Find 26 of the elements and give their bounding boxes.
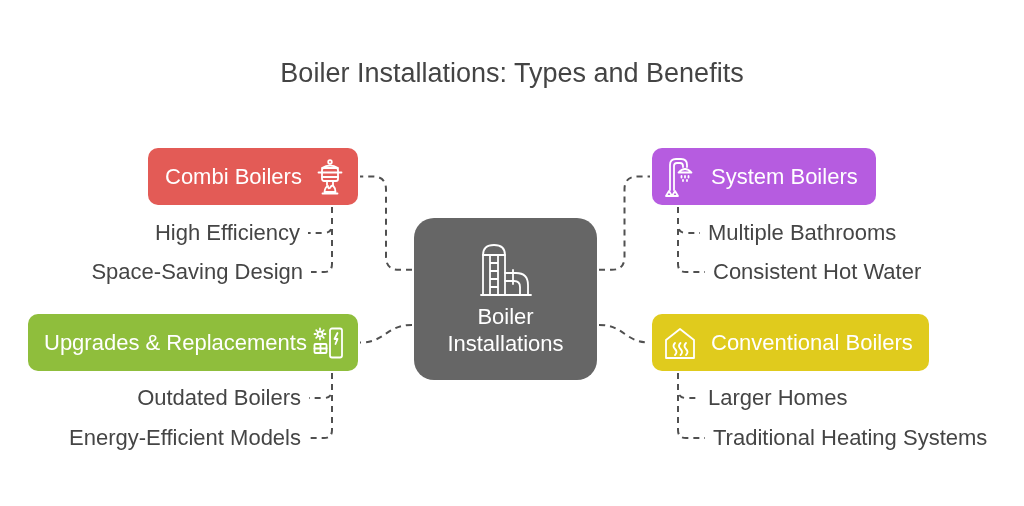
benefit-label: High Efficiency: [146, 219, 308, 247]
dashed-connector: [310, 206, 333, 273]
category-label: Combi Boilers: [165, 162, 302, 191]
dashed-connector: [677, 372, 706, 439]
benefit-label: Space-Saving Design: [83, 258, 311, 286]
benefit-label: Energy-Efficient Models: [61, 424, 309, 452]
benefit-label: Traditional Heating Systems: [705, 424, 996, 452]
category-box: [148, 148, 358, 205]
dashed-connector: [308, 372, 333, 439]
dashed-connector: [359, 175, 413, 271]
category-box: [652, 148, 876, 205]
category-box: [28, 314, 358, 371]
dashed-connector: [359, 323, 413, 344]
category-label: Upgrades & Replacements: [44, 328, 307, 357]
category-label: System Boilers: [711, 162, 858, 191]
benefit-label: Larger Homes: [700, 384, 856, 412]
dashed-connector: [598, 175, 651, 271]
topic-label: Boiler Installations: [446, 303, 565, 357]
category-box: [652, 314, 929, 371]
benefit-label: Outdated Boilers: [129, 384, 309, 412]
category-label: Conventional Boilers: [711, 328, 913, 357]
benefit-label: Consistent Hot Water: [705, 258, 930, 286]
diagram-title: Boiler Installations: Types and Benefits: [280, 57, 744, 89]
benefit-label: Multiple Bathrooms: [700, 219, 905, 247]
dashed-connector: [677, 206, 706, 273]
topic-box: [414, 218, 597, 380]
